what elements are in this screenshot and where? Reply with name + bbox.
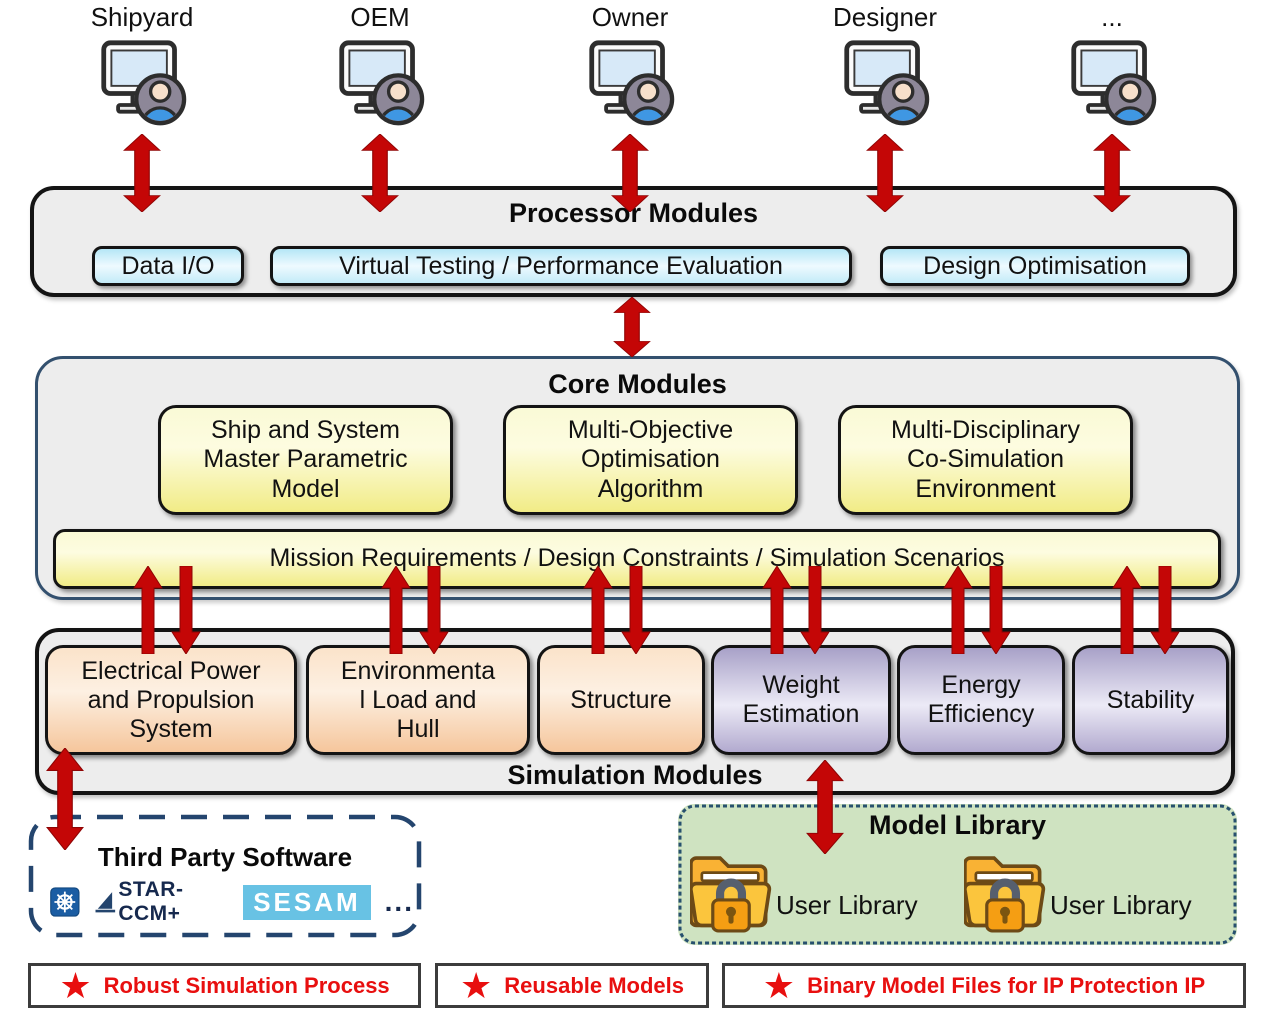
data-io-box: Data I/O [92, 246, 244, 286]
arrow-processor-core [613, 297, 651, 357]
user-library-label: User Library [1050, 890, 1192, 920]
locked-folder-icon [690, 840, 772, 938]
user-shipyard: Shipyard [57, 2, 227, 127]
computer-user-icon [837, 39, 933, 127]
user-label: ... [1101, 2, 1123, 32]
arrow-up-energy [943, 566, 973, 654]
user-oem: OEM [295, 2, 465, 127]
dashed-border [28, 814, 422, 938]
arrow-down-stability [1150, 566, 1180, 654]
weight-estimation-box: Weight Estimation [711, 645, 891, 755]
arrow-shipyard-processor [123, 134, 161, 212]
legend-label: Binary Model Files for IP Protection IP [807, 972, 1206, 998]
arrow-down-electrical [171, 566, 201, 654]
star-ccm-logo: STAR-CCM+ [94, 878, 230, 926]
user-designer: Designer [800, 2, 970, 127]
legend-reusable-models: ★ Reusable Models [435, 963, 709, 1008]
multi-objective-box: Multi-Objective Optimisation Algorithm [503, 405, 798, 515]
arrow-oem-processor [361, 134, 399, 212]
core-modules-title: Core Modules [548, 369, 727, 399]
ship-wheel-icon [50, 885, 80, 919]
arrow-down-environmental [419, 566, 449, 654]
user-more: ... [1027, 2, 1197, 127]
arrow-simulation-library [806, 760, 844, 854]
computer-user-icon [582, 39, 678, 127]
model-library-panel: Model Library User Library User Library [678, 804, 1237, 945]
user-label: Owner [591, 2, 669, 32]
arrow-up-environmental [381, 566, 411, 654]
ship-system-model-box: Ship and System Master Parametric Model [158, 405, 453, 515]
legend-label: Robust Simulation Process [103, 972, 390, 998]
structure-box: Structure [537, 645, 705, 755]
arrow-down-weight [800, 566, 830, 654]
user-label: Shipyard [90, 2, 194, 32]
arrow-up-stability [1112, 566, 1142, 654]
arrow-down-structure [621, 566, 651, 654]
model-library-title: Model Library [868, 810, 1047, 840]
user-label: OEM [350, 2, 410, 32]
co-simulation-box: Multi-Disciplinary Co-Simulation Environ… [838, 405, 1133, 515]
arrow-down-energy [981, 566, 1011, 654]
legend-robust-simulation: ★ Robust Simulation Process [28, 963, 421, 1008]
simulation-modules-title: Simulation Modules [507, 760, 763, 790]
computer-user-icon [94, 39, 190, 127]
sail-icon [94, 888, 117, 916]
locked-folder-icon [964, 840, 1046, 938]
computer-user-icon [1064, 39, 1160, 127]
arrow-up-structure [583, 566, 613, 654]
user-label: Designer [832, 2, 938, 32]
star-icon: ★ [762, 964, 796, 1006]
core-modules-panel: Core Modules Ship and System Master Para… [35, 356, 1240, 600]
design-optimisation-box: Design Optimisation [880, 246, 1190, 286]
user-owner: Owner [545, 2, 715, 127]
dotted-border [678, 804, 1237, 945]
arrow-up-weight [762, 566, 792, 654]
third-party-software-panel: Third Party Software STAR-CCM+ SESAM ... [28, 814, 422, 938]
arrow-up-electrical [133, 566, 163, 654]
user-library-label: User Library [776, 890, 918, 920]
third-party-logos: STAR-CCM+ SESAM ... [50, 878, 414, 926]
virtual-testing-box: Virtual Testing / Performance Evaluation [270, 246, 852, 286]
computer-user-icon [332, 39, 428, 127]
arrow-simulation-thirdparty [46, 748, 84, 850]
star-icon: ★ [59, 964, 92, 1006]
energy-efficiency-box: Energy Efficiency [897, 645, 1065, 755]
sesam-logo: SESAM [243, 884, 371, 920]
legend-binary-model-files: ★ Binary Model Files for IP Protection I… [722, 963, 1246, 1008]
arrow-more-processor [1093, 134, 1131, 212]
legend-label: Reusable Models [504, 972, 684, 998]
environmental-load-box: Environmenta l Load and Hull [306, 645, 530, 755]
ellipsis-label: ... [384, 886, 414, 918]
stability-box: Stability [1072, 645, 1229, 755]
electrical-power-box: Electrical Power and Propulsion System [45, 645, 297, 755]
arrow-owner-processor [611, 134, 649, 212]
star-icon: ★ [460, 964, 493, 1006]
arrow-designer-processor [866, 134, 904, 212]
star-ccm-label: STAR-CCM+ [118, 878, 184, 925]
mission-requirements-bar: Mission Requirements / Design Constraint… [53, 529, 1221, 589]
third-party-title: Third Party Software [97, 842, 353, 872]
simulation-modules-panel: Electrical Power and Propulsion System E… [35, 628, 1235, 795]
